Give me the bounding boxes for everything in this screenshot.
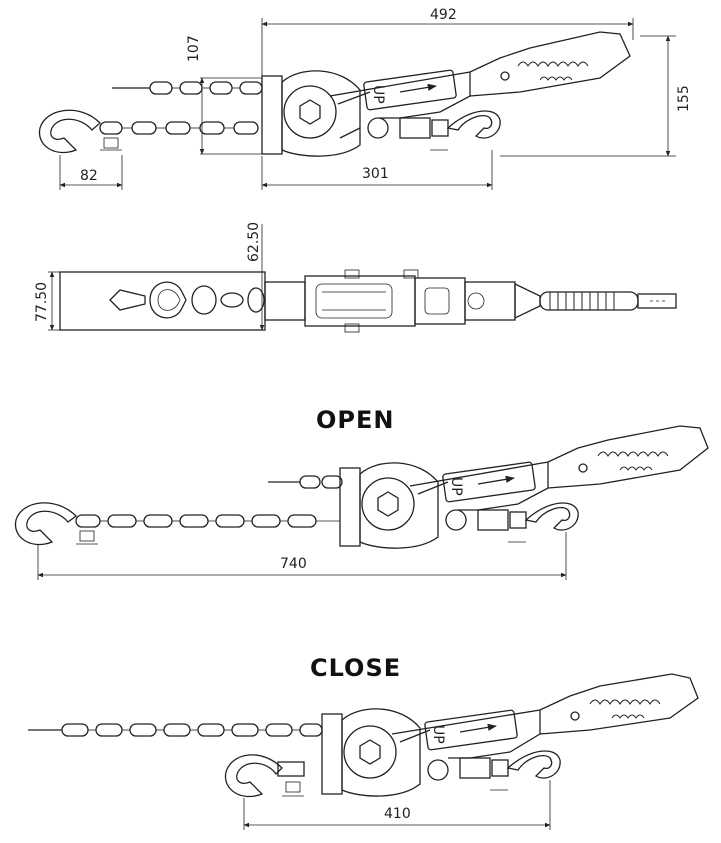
dim-height: 107 [186,35,202,62]
open-view: UP 740 [14,425,709,580]
close-view: UP 410 [28,673,699,830]
dim-side-height: 62.50 [246,222,262,262]
dim-open-length: 740 [280,556,307,572]
close-title: CLOSE [310,654,401,682]
handle-grip-3 [589,699,661,719]
front-view: UP 492 107 155 82 [38,7,692,190]
dim-close-length: 410 [384,806,411,822]
open-right-hook [524,502,579,531]
chain-upper [112,81,263,95]
left-hook [38,109,101,154]
chain-lower [99,121,259,135]
top-view: 62.50 77.50 [34,222,677,333]
top-view-handle [539,291,639,311]
dim-handle-height: 155 [676,85,692,112]
right-hook-1 [446,110,501,139]
close-right-hook [506,750,561,779]
dim-overall-length: 492 [430,7,457,23]
dim-body-length: 301 [362,166,389,182]
dim-hook-width: 82 [80,168,98,184]
handle-grip-2 [597,451,669,471]
handle-grip-1 [517,61,589,81]
lever-arm [329,31,631,119]
up-label-3: UP [430,725,446,744]
open-title: OPEN [316,406,394,434]
dim-side-width: 77.50 [34,282,50,322]
body-housing [261,75,283,155]
up-label-1: UP [370,85,386,104]
up-label-2: UP [448,477,464,496]
close-left-hook [224,754,283,798]
open-left-hook [14,502,77,546]
